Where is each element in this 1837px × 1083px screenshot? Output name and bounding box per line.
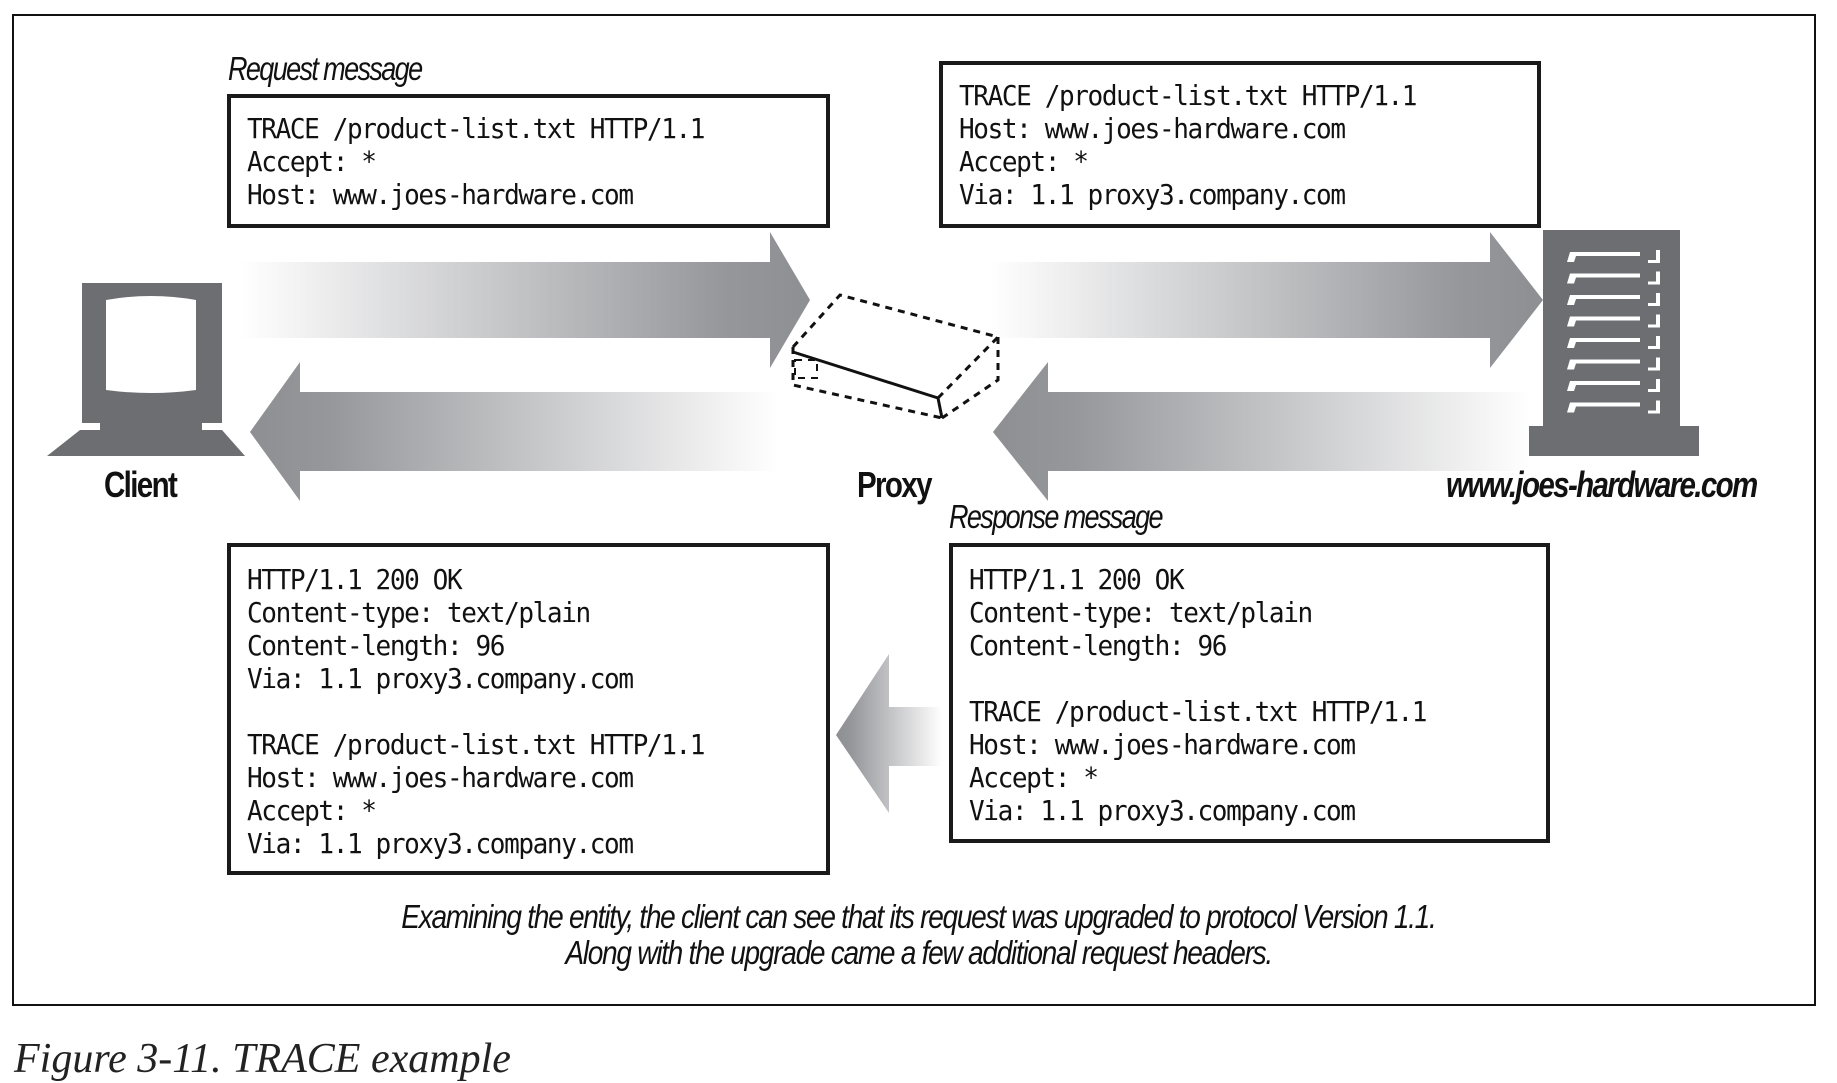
server-slot-base xyxy=(1648,281,1660,285)
message-line: Content-type: text/plain xyxy=(247,596,591,629)
message-line: HTTP/1.1 200 OK xyxy=(969,563,1185,596)
message-line: Host: www.joes-hardware.com xyxy=(969,728,1356,761)
server-slot-mark xyxy=(1656,293,1660,305)
server-slot xyxy=(1567,338,1640,348)
message-line xyxy=(969,662,1426,695)
figure-caption: Figure 3-11. TRACE example xyxy=(14,1036,511,1082)
message-line: Content-type: text/plain xyxy=(969,596,1313,629)
server-slot-mark xyxy=(1656,400,1660,413)
server-slot-base xyxy=(1648,367,1660,371)
server-slot xyxy=(1567,402,1640,413)
message-line: TRACE /product-list.txt HTTP/1.1 xyxy=(959,79,1417,112)
arrow-proxy-to-client xyxy=(250,362,778,501)
message-line: TRACE /product-list.txt HTTP/1.1 xyxy=(247,112,705,145)
client-label: Client xyxy=(104,464,178,505)
message-line: Via: 1.1 proxy3.company.com xyxy=(247,662,634,695)
message-line: Accept: * xyxy=(247,145,377,178)
server-slot-base xyxy=(1648,346,1660,349)
request-message-label: Request message xyxy=(228,50,423,87)
desktop-computer-icon xyxy=(47,283,245,456)
message-line: Host: www.joes-hardware.com xyxy=(247,761,634,794)
message-line: Content-length: 96 xyxy=(247,629,505,662)
message-line: Content-length: 96 xyxy=(969,629,1227,662)
caption-line-1: Examining the entity, the client can see… xyxy=(0,898,1837,936)
server-slot-base xyxy=(1648,260,1660,263)
server-slot-base xyxy=(1648,389,1660,392)
message-line: Via: 1.1 proxy3.company.com xyxy=(959,178,1346,211)
message-line xyxy=(247,695,704,728)
proxy-box-icon xyxy=(791,293,1000,420)
message-line: Accept: * xyxy=(959,145,1089,178)
message-line: Accept: * xyxy=(969,761,1099,794)
server-slot-base xyxy=(1648,410,1660,414)
message-line: Via: 1.1 proxy3.company.com xyxy=(969,794,1356,827)
server-slot xyxy=(1567,359,1640,370)
proxy-label: Proxy xyxy=(857,464,932,505)
message-line: TRACE /product-list.txt HTTP/1.1 xyxy=(969,695,1427,728)
caption-line-2: Along with the upgrade came a few additi… xyxy=(0,934,1837,972)
server-slot xyxy=(1567,316,1640,327)
message-line: Via: 1.1 proxy3.company.com xyxy=(247,827,634,860)
arrow-response-transfer xyxy=(836,654,942,813)
message-line: HTTP/1.1 200 OK xyxy=(247,563,463,596)
caption-line-1-text: Examining the entity, the client can see… xyxy=(401,898,1437,935)
server-slot-base xyxy=(1648,303,1660,306)
server-slot-mark xyxy=(1656,379,1660,391)
server-slot-base xyxy=(1648,324,1660,328)
server-slot-mark xyxy=(1656,250,1660,262)
server-slot xyxy=(1567,295,1640,305)
server-label: www.joes-hardware.com xyxy=(1446,464,1758,505)
arrow-server-to-proxy xyxy=(993,362,1531,501)
caption-line-2-text: Along with the upgrade came a few additi… xyxy=(565,934,1273,971)
server-slot-mark xyxy=(1656,314,1660,327)
server-slot-mark xyxy=(1656,357,1660,370)
server-slot xyxy=(1567,252,1640,262)
message-line: Accept: * xyxy=(247,794,377,827)
server-slot xyxy=(1567,273,1640,284)
message-line: Host: www.joes-hardware.com xyxy=(959,112,1346,145)
arrow-client-to-proxy xyxy=(240,232,810,368)
server-slot-mark xyxy=(1656,336,1660,348)
server-slot-mark xyxy=(1656,271,1660,284)
arrow-proxy-to-server xyxy=(990,232,1543,368)
message-line: Host: www.joes-hardware.com xyxy=(247,178,634,211)
figure-frame xyxy=(12,14,1816,1006)
server-tower-icon xyxy=(1529,230,1699,456)
server-slot xyxy=(1567,381,1640,391)
message-line: TRACE /product-list.txt HTTP/1.1 xyxy=(247,728,705,761)
response-message-label: Response message xyxy=(949,498,1164,535)
